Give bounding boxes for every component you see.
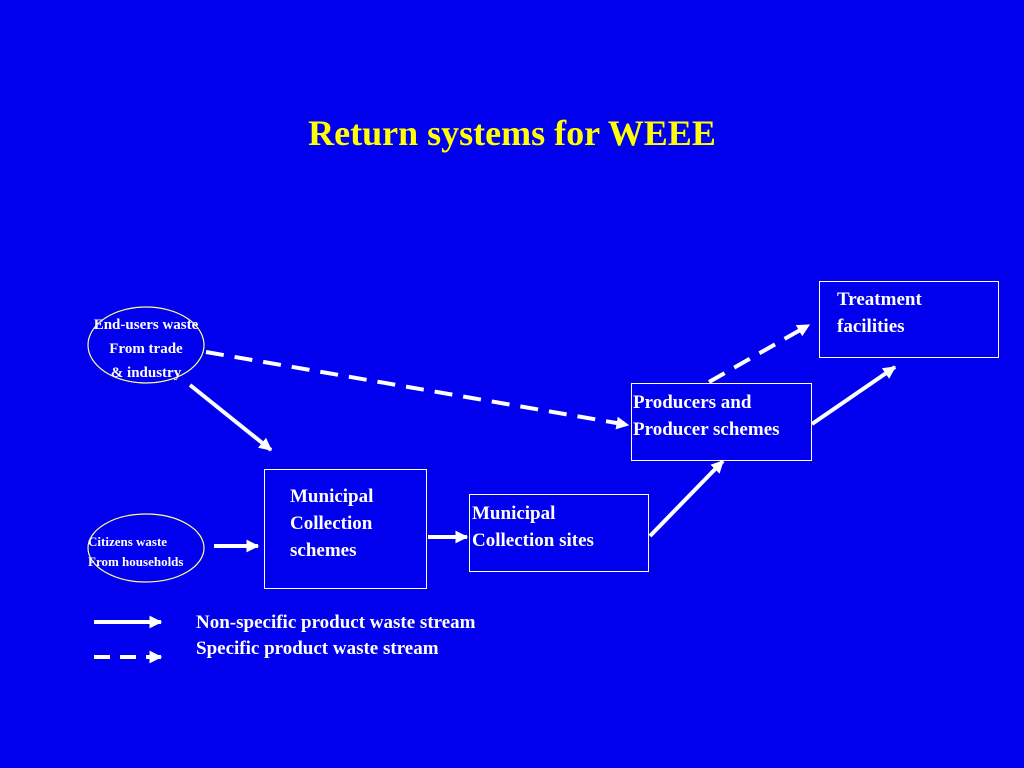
arrow-producers-to-treatment	[810, 365, 897, 426]
schemes-line-3: schemes	[290, 540, 357, 561]
municipal-collection-schemes-label: Municipal Collection schemes	[290, 483, 373, 564]
treatment-line-2: facilities	[837, 316, 905, 337]
sites-line-1: Municipal	[472, 503, 556, 524]
end-users-label: End-users waste From trade & industry	[66, 313, 226, 385]
sites-line-2: Collection sites	[472, 530, 594, 551]
slide-title: Return systems for WEEE	[308, 113, 716, 153]
arrow-sites-to-producers	[648, 459, 725, 538]
citizens-ellipse	[87, 513, 205, 583]
legend-dashed-label: Specific product waste stream	[196, 638, 439, 659]
end-users-line-1: End-users waste	[93, 317, 199, 333]
treatment-facilities-box	[819, 281, 999, 358]
municipal-collection-sites-label: Municipal Collection sites	[472, 500, 594, 554]
dashed-arrow-producers-to-treatment	[708, 323, 811, 384]
producers-label: Producers and Producer schemes	[633, 389, 780, 443]
arrow-end-users-to-municipal-schemes	[188, 383, 273, 452]
producers-line-2: Producer schemes	[633, 419, 780, 440]
municipal-collection-schemes-box	[264, 469, 427, 589]
end-users-ellipse	[87, 306, 205, 384]
treatment-facilities-label: Treatment facilities	[837, 286, 922, 340]
producers-box	[631, 383, 812, 461]
end-users-line-2: From trade	[109, 341, 183, 357]
dashed-arrow-end-users-to-producers	[205, 350, 630, 430]
citizens-line-2: From households	[88, 554, 184, 569]
legend-solid-label: Non-specific product waste stream	[196, 612, 476, 633]
schemes-line-1: Municipal	[290, 486, 374, 507]
end-users-line-3: & industry	[110, 365, 182, 381]
schemes-line-2: Collection	[290, 513, 373, 534]
municipal-collection-sites-box	[469, 494, 649, 572]
citizens-line-1: Citizens waste	[88, 534, 168, 549]
treatment-line-1: Treatment	[837, 289, 922, 310]
citizens-label: Citizens waste From households	[88, 532, 183, 572]
producers-line-1: Producers and	[633, 392, 752, 413]
